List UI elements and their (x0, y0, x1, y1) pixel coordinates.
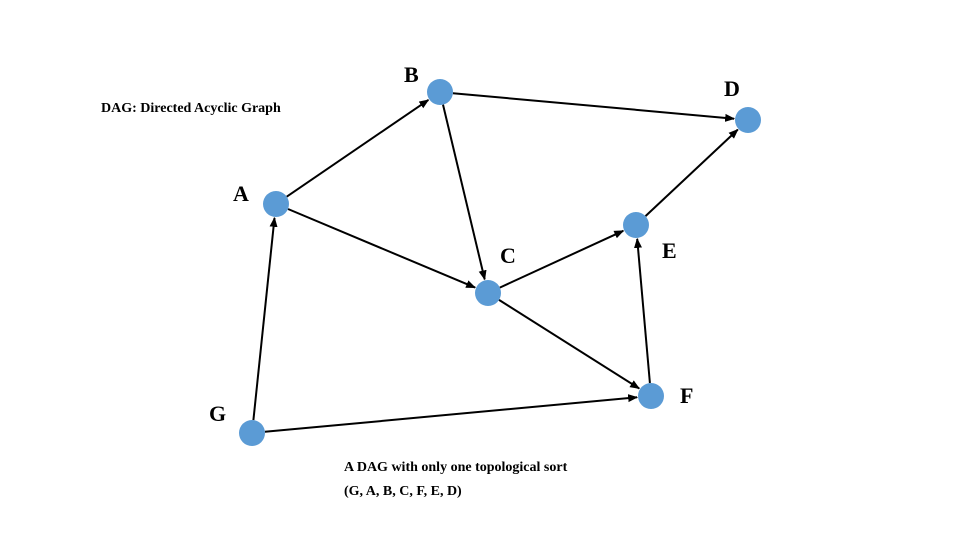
caption-line-1: A DAG with only one topological sort (344, 460, 568, 475)
edge-c-f (498, 299, 641, 390)
node-c (475, 280, 501, 306)
node-label-b: B (404, 62, 419, 87)
edge-b-c (442, 104, 487, 281)
node-labels-group: A B C D E F G (209, 62, 740, 426)
diagram-title: DAG: Directed Acyclic Graph (101, 101, 281, 116)
node-g (239, 420, 265, 446)
edge-b-d (452, 92, 736, 122)
nodes-group (239, 79, 761, 446)
edge-g-a (252, 216, 278, 421)
node-b (427, 79, 453, 105)
edge-a-b (286, 99, 430, 198)
node-label-g: G (209, 401, 226, 426)
node-a (263, 191, 289, 217)
node-e (623, 212, 649, 238)
edge-f-e (634, 237, 651, 384)
node-d (735, 107, 761, 133)
edge-c-e (499, 229, 625, 289)
edge-e-d (644, 128, 739, 217)
node-label-e: E (662, 238, 677, 263)
node-label-c: C (500, 243, 516, 268)
node-f (638, 383, 664, 409)
edge-g-f (264, 394, 639, 433)
node-label-a: A (233, 181, 249, 206)
edge-a-c (287, 208, 477, 289)
node-label-f: F (680, 383, 693, 408)
node-label-d: D (724, 76, 740, 101)
caption-line-2: (G, A, B, C, F, E, D) (344, 484, 462, 499)
edges-group (252, 92, 739, 433)
